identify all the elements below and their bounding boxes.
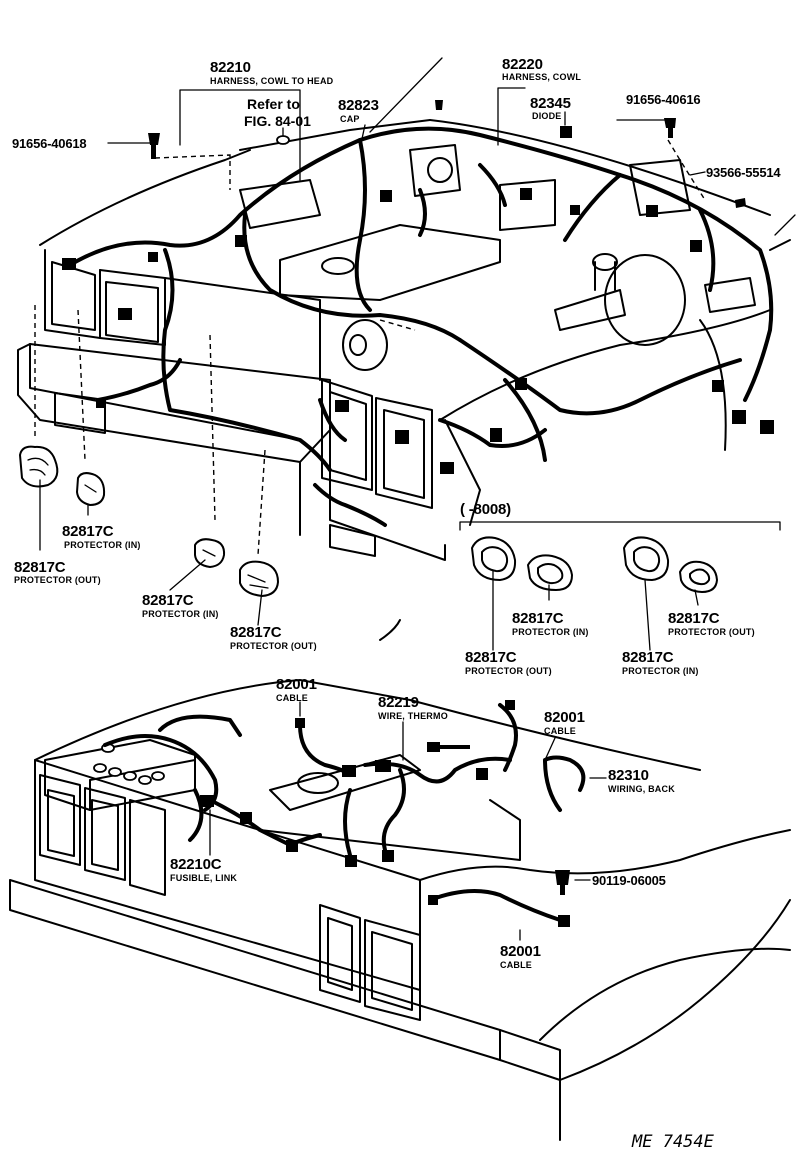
protector-shapes-left — [19, 445, 279, 597]
cable-1-part: 82001 — [276, 676, 317, 693]
refer-to-line2: FIG. 84-01 — [244, 113, 311, 129]
cable-1-desc: CABLE — [276, 693, 308, 703]
protector-out-4-desc: PROTECTOR (OUT) — [465, 666, 552, 676]
protector-in-3-part: 82817C — [512, 610, 564, 627]
protector-out-1-desc: PROTECTOR (OUT) — [14, 575, 101, 585]
bolt-right-part: 91656-40616 — [626, 92, 701, 107]
date-range: ( -8008) — [460, 501, 511, 518]
protector-in-2-desc: PROTECTOR (IN) — [142, 609, 219, 619]
harness-cowl-to-head-part: 82210 — [210, 59, 251, 76]
protector-in-1-desc: PROTECTOR (IN) — [64, 540, 141, 550]
cable-2-desc: CABLE — [544, 726, 576, 736]
wiring-back-desc: WIRING, BACK — [608, 784, 675, 794]
wire-thermo-part: 82219 — [378, 694, 419, 711]
cable-2-part: 82001 — [544, 709, 585, 726]
bolt-left-part: 91656-40618 — [12, 136, 87, 151]
fusible-link-part: 82210C — [170, 856, 222, 873]
protector-in-3-desc: PROTECTOR (IN) — [512, 627, 589, 637]
upper-hardware — [148, 100, 746, 208]
cable-3-desc: CABLE — [500, 960, 532, 970]
drawing-code: ME 7454E — [632, 1132, 714, 1152]
upper-wiring-harness — [62, 126, 774, 527]
refer-to-line1: Refer to — [247, 96, 300, 112]
cable-3-part: 82001 — [500, 943, 541, 960]
protector-shapes-right — [471, 536, 718, 593]
cap-desc: CAP — [340, 114, 360, 124]
protector-out-1-part: 82817C — [14, 559, 66, 576]
protector-in-4-desc: PROTECTOR (IN) — [622, 666, 699, 676]
protector-out-3-part: 82817C — [668, 610, 720, 627]
fusible-link-desc: FUSIBLE, LINK — [170, 873, 238, 883]
harness-cowl-desc: HARNESS, COWL — [502, 72, 582, 82]
protector-in-2-part: 82817C — [142, 592, 194, 609]
harness-cowl-to-head-desc: HARNESS, COWL TO HEAD — [210, 76, 334, 86]
upper-leader-lines — [34, 57, 796, 651]
cap-part: 82823 — [338, 97, 379, 114]
clip-right-part: 93566-55514 — [706, 165, 781, 180]
protector-out-4-part: 82817C — [465, 649, 517, 666]
wiring-back-part: 82310 — [608, 767, 649, 784]
protector-in-4-part: 82817C — [622, 649, 674, 666]
lower-wiring-harness — [103, 700, 586, 927]
lower-body-outline — [9, 619, 791, 1141]
diode-desc: DIODE — [532, 111, 562, 121]
harness-cowl-part: 82220 — [502, 56, 543, 73]
wire-thermo-desc: WIRE, THERMO — [378, 711, 448, 721]
protector-in-1-part: 82817C — [62, 523, 114, 540]
screw-part: 90119-06005 — [592, 873, 666, 888]
upper-body-outline — [17, 119, 791, 561]
lower-leader-lines — [209, 701, 607, 941]
protector-out-2-part: 82817C — [230, 624, 282, 641]
protector-out-2-desc: PROTECTOR (OUT) — [230, 641, 317, 651]
diode-part: 82345 — [530, 95, 571, 112]
protector-out-3-desc: PROTECTOR (OUT) — [668, 627, 755, 637]
